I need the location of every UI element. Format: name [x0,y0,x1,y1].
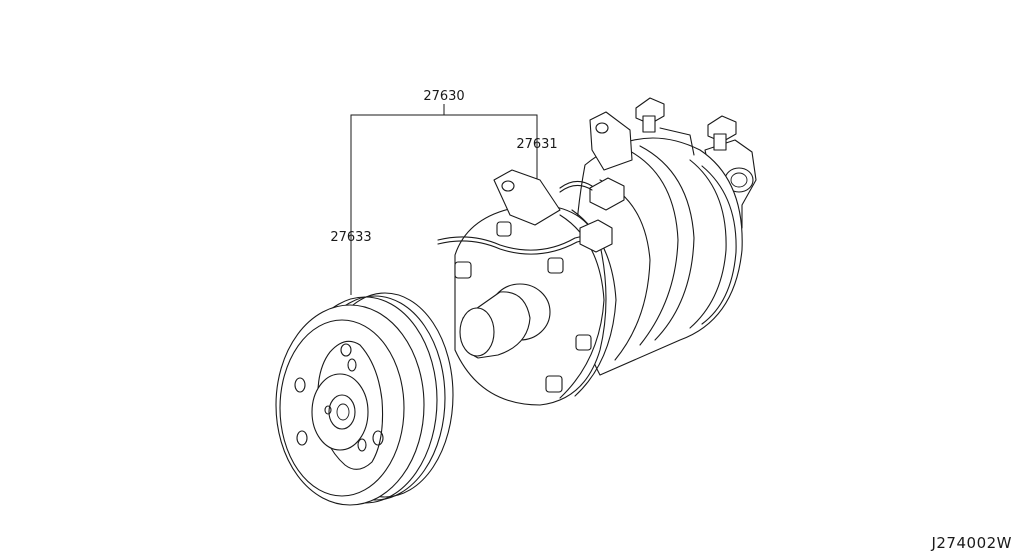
wire-harness [437,177,625,255]
compressor-drawing[interactable] [437,97,757,406]
diagram-code: J274002W [930,534,1012,552]
pulley-rivets [294,343,384,452]
service-ports [635,97,737,156]
clutch-pulley-drawing[interactable] [275,292,454,506]
front-bolts [454,221,592,393]
part-label-27630[interactable]: 27630 [423,89,464,104]
part-label-27633[interactable]: 27633 [330,230,371,245]
part-label-27631[interactable]: 27631 [516,137,557,152]
